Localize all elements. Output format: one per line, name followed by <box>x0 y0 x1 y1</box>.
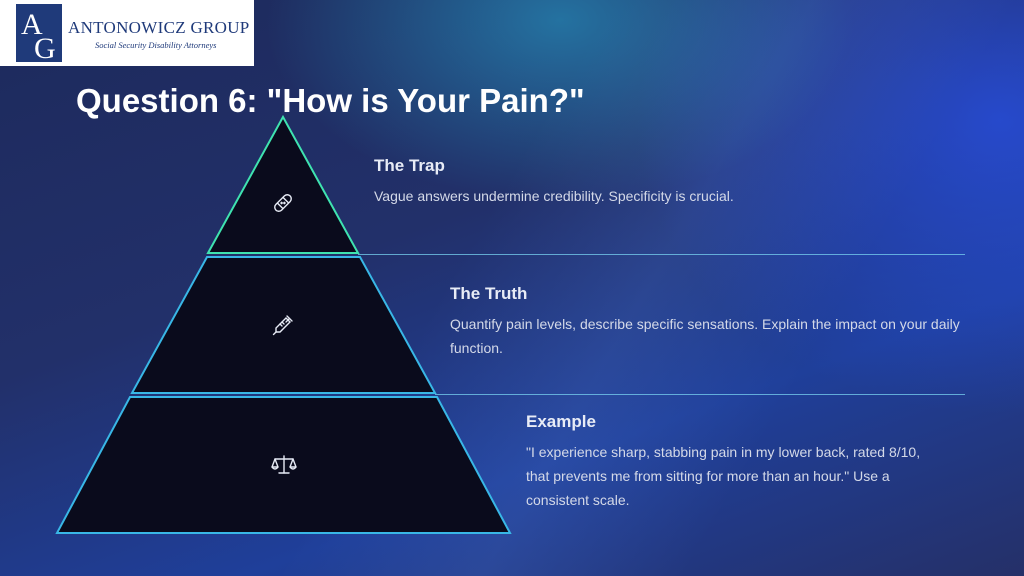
svg-text:A: A <box>21 8 43 41</box>
company-tagline: Social Security Disability Attorneys <box>95 40 217 50</box>
slide-title: Question 6: "How is Your Pain?" <box>76 82 585 119</box>
company-logo: A G ANTONOWICZ GROUP Social Security Dis… <box>0 0 254 66</box>
syringe-icon <box>272 315 293 336</box>
ag-monogram-icon: A G <box>16 4 62 62</box>
divider-1 <box>358 254 965 255</box>
level-1-heading: The Trap <box>374 156 445 175</box>
company-name: ANTONOWICZ GROUP <box>68 18 250 37</box>
pyramid-tier-top <box>206 114 360 254</box>
level-2-text: Quantify pain levels, describe specific … <box>450 316 960 356</box>
level-3-heading: Example <box>526 412 596 431</box>
svg-text:G: G <box>34 32 56 62</box>
scale-icon <box>271 455 297 474</box>
level-2-heading: The Truth <box>450 284 528 303</box>
pyramid-tier-middle <box>130 256 437 394</box>
bandage-icon <box>274 194 292 212</box>
level-1-text: Vague answers undermine credibility. Spe… <box>374 188 734 204</box>
divider-2 <box>435 394 965 395</box>
level-3-text: "I experience sharp, stabbing pain in my… <box>526 444 921 508</box>
